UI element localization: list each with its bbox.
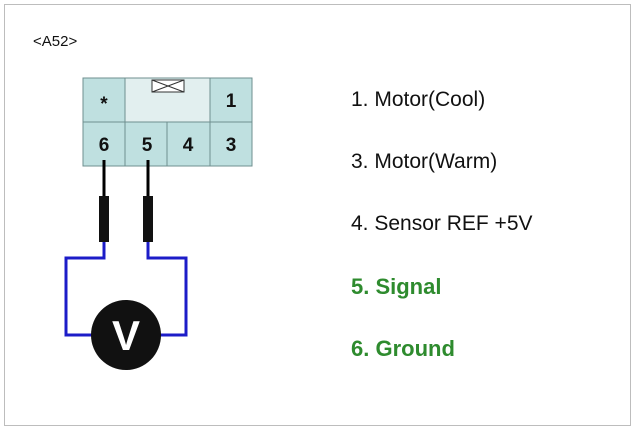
- probe-lead-pin-6: [99, 160, 109, 242]
- latch-icon: [151, 79, 185, 93]
- connector-id-label: <A52>: [33, 33, 78, 50]
- pin-label-6: 6: [99, 135, 110, 156]
- pin-cell-4: [166, 121, 211, 167]
- pin-label-star: *: [100, 94, 108, 115]
- pin-label-4: 4: [183, 135, 194, 156]
- pin-cell-3: [209, 121, 253, 167]
- probe-lead-pin-5: [143, 160, 153, 242]
- voltmeter-icon: V: [91, 300, 161, 370]
- pin-cell-1: [209, 77, 253, 123]
- pin-label-5: 5: [142, 135, 153, 156]
- legend-item-4: 4. Sensor REF +5V: [351, 212, 533, 235]
- legend-item-6: 6. Ground: [351, 336, 455, 361]
- wire-signal: [146, 242, 188, 337]
- voltmeter-symbol: V: [112, 312, 140, 359]
- legend-item-3: 3. Motor(Warm): [351, 150, 498, 173]
- pin-label-3: 3: [226, 135, 237, 156]
- wire-ground: [64, 242, 106, 337]
- legend-item-5: 5. Signal: [351, 274, 442, 299]
- legend-item-1: 1. Motor(Cool): [351, 88, 486, 111]
- pin-cell-5: [124, 121, 168, 167]
- pin-label-1: 1: [226, 91, 237, 112]
- pin-cell-6: [82, 121, 126, 167]
